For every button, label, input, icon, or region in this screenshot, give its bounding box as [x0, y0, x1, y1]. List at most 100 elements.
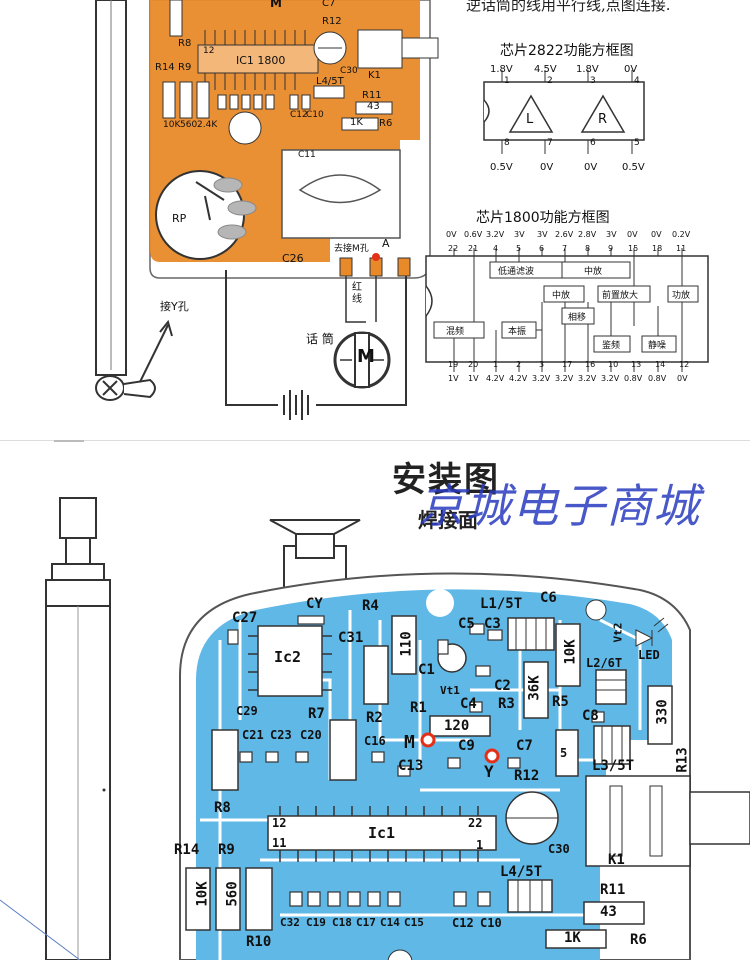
chip2822-top-voltage: 1.8V	[576, 64, 599, 75]
chip1800-pin: 4	[493, 244, 499, 253]
chip1800-top-voltage: 0.2V	[672, 230, 691, 239]
chip1800-top-voltage: 3V	[537, 230, 548, 239]
chip1800-pin: 21	[468, 244, 479, 253]
label-pin-22: 22	[468, 816, 483, 830]
chip1800-pin: 18	[652, 244, 663, 253]
chip1800-top-voltage: 2.8V	[578, 230, 597, 239]
label-l4: L4/5T	[500, 864, 543, 880]
chip1800-pin: 14	[655, 360, 666, 369]
label-c27: C27	[232, 610, 258, 626]
chip1800-title: 芯片1800功能方框图	[476, 210, 610, 226]
label-r10: R10	[246, 934, 272, 950]
chip2822-title: 芯片2822功能方框图	[500, 43, 634, 59]
label-a: A	[382, 237, 390, 250]
chip1800-top-voltage: 0V	[627, 230, 638, 239]
label-r14: R14	[155, 62, 175, 73]
label-c13: C13	[398, 758, 424, 774]
chip2822-pin: 6	[590, 138, 596, 148]
label-r5: R5	[552, 694, 569, 710]
label-c16: C16	[364, 734, 386, 748]
chip1800-pin: 7	[562, 244, 568, 253]
chip2822-pin: 3	[590, 76, 596, 86]
label-43: 43	[367, 101, 380, 112]
label-560: 560	[180, 120, 198, 130]
mic-label: 话 筒	[306, 332, 334, 346]
chip1800-labels: 0V 0.6V 3.2V 3V 3V 2.6V 2.8V 3V 0V 0V 0.…	[418, 226, 718, 390]
blue-pcb-diagram	[0, 497, 750, 960]
chip1800-pin: 20	[468, 360, 479, 369]
label-r7: R7	[308, 706, 325, 722]
label-c10: C10	[306, 110, 324, 120]
label-r6: R6	[630, 932, 647, 948]
chip1800-bottom-voltage: 3.2V	[578, 374, 597, 383]
label-330: 330	[654, 699, 671, 725]
block-phase-shift: 相移	[568, 313, 587, 323]
label-c30: C30	[340, 66, 358, 76]
label-r1: R1	[410, 700, 427, 716]
label-c32: C32	[280, 916, 300, 929]
chip2822-pin: 2	[547, 76, 553, 86]
label-rp: RP	[172, 212, 187, 225]
chip1800-pin: 6	[539, 244, 545, 253]
label-c15: C15	[404, 916, 424, 929]
label-c18: C18	[332, 916, 352, 929]
divider-tick	[54, 440, 84, 442]
label-l4: L4/5T	[316, 76, 344, 87]
label-c12: C12	[290, 110, 308, 120]
chip1800-pin: 16	[585, 360, 596, 369]
chip1800-bottom-voltage: 3.2V	[532, 374, 551, 383]
label-r11: R11	[362, 90, 382, 101]
label-c30: C30	[548, 842, 570, 856]
mic-symbol: M	[357, 346, 375, 367]
chip1800-top-voltage: 3.2V	[486, 230, 505, 239]
label-r9: R9	[218, 842, 235, 858]
label-r12: R12	[322, 16, 342, 27]
label-r11: R11	[600, 882, 626, 898]
label-c7: C7	[516, 738, 533, 754]
label-c29: C29	[236, 704, 258, 718]
label-r8: R8	[178, 38, 192, 49]
instruction-note: 逆话筒的线用平行线,点图连接.	[466, 0, 671, 14]
label-r14: R14	[174, 842, 200, 858]
chip1800-bottom-voltage: 0.8V	[624, 374, 643, 383]
label-r13: R13	[674, 747, 691, 773]
label-led: LED	[638, 648, 660, 662]
label-r6: R6	[379, 118, 393, 129]
label-mic-hole: 去接M孔	[334, 244, 369, 254]
orange-pcb-diagram	[95, 0, 439, 420]
label-k1: K1	[608, 852, 625, 868]
label-c14: C14	[380, 916, 400, 929]
chip1800-bottom-voltage: 0V	[677, 374, 688, 383]
label-m: M	[404, 732, 415, 753]
chip1800-top-voltage: 3V	[514, 230, 525, 239]
label-2-4k: 2.4K	[197, 120, 218, 130]
label-pin-12: 12	[203, 46, 215, 56]
label-y: Y	[484, 762, 494, 781]
blue-pcb-labels: CY R4 L1/5T C6 C27 C31 C5 C3 Vt2 LED Ic2…	[0, 440, 750, 960]
chip1800-pin: 11	[676, 244, 687, 253]
label-c3: C3	[484, 616, 501, 632]
label-l2: L2/6T	[586, 656, 623, 670]
block-if-amp-2: 中放	[552, 291, 571, 301]
label-cy: CY	[306, 596, 323, 612]
chip1800-bottom-voltage: 0.8V	[648, 374, 667, 383]
chip2822-top-voltage: 1.8V	[490, 64, 513, 75]
solder-side-subtitle: 焊接面	[418, 508, 478, 532]
chip2822-bottom-voltage: 0.5V	[490, 162, 513, 173]
label-ic1: Ic1	[368, 824, 396, 842]
label-c19: C19	[306, 916, 326, 929]
label-43: 43	[600, 904, 617, 920]
label-10k: 10K	[562, 639, 579, 665]
label-c7: C7	[322, 0, 336, 9]
chip1800-bottom-voltage: 3.2V	[601, 374, 620, 383]
chip2822-pin: 5	[634, 138, 640, 148]
label-l3: L3/5T	[592, 758, 635, 774]
label-10k: 10K	[163, 120, 181, 130]
chip1800-pin: 2	[516, 360, 522, 369]
label-c5: C5	[458, 616, 475, 632]
chip1800-top-voltage: 0V	[651, 230, 662, 239]
label-c8: C8	[582, 708, 599, 724]
chip1800-bottom-voltage: 4.2V	[486, 374, 505, 383]
label-vt1: Vt1	[440, 684, 460, 697]
block-squelch: 静噪	[648, 341, 667, 351]
